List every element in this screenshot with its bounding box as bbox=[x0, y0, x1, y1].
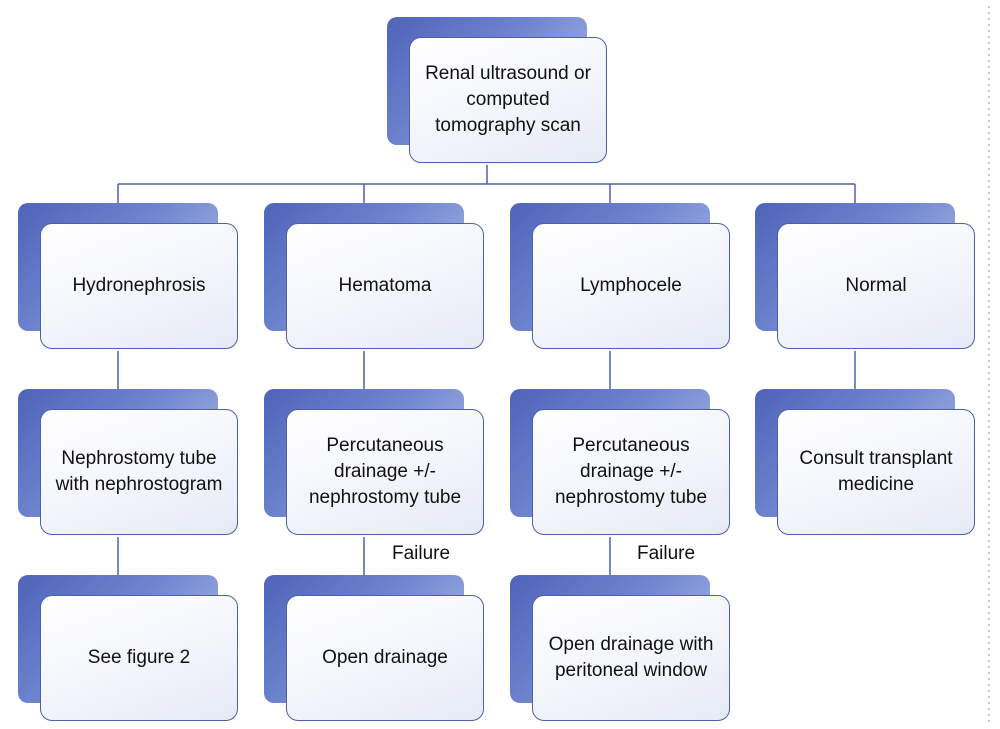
node-open-drainage-window-label: Open drainage with peritoneal window bbox=[548, 634, 714, 681]
node-see-figure-label: See figure 2 bbox=[87, 647, 191, 668]
node-lymphocele-box: Lymphocele bbox=[532, 223, 730, 349]
node-hematoma-box: Hematoma bbox=[286, 223, 484, 349]
node-percutaneous-hematoma-box: Percutaneous drainage +/- nephrostomy tu… bbox=[286, 409, 484, 535]
node-imaging-label: Renal ultrasound or computed tomography … bbox=[425, 63, 591, 136]
dotted-edge-border bbox=[988, 6, 990, 724]
node-open-drainage-window-box: Open drainage with peritoneal window bbox=[532, 595, 730, 721]
node-normal-box: Normal bbox=[777, 223, 975, 349]
node-hydronephrosis-box: Hydronephrosis bbox=[40, 223, 238, 349]
node-open-drainage-box: Open drainage bbox=[286, 595, 484, 721]
node-percutaneous-lymphocele-box: Percutaneous drainage +/- nephrostomy tu… bbox=[532, 409, 730, 535]
failure-label-lymphocele: Failure bbox=[637, 543, 696, 564]
node-lymphocele-label: Lymphocele bbox=[580, 275, 682, 296]
node-nephrostomy-box: Nephrostomy tube with nephrostogram bbox=[40, 409, 238, 535]
failure-label-hematoma: Failure bbox=[392, 543, 451, 564]
node-hematoma-label: Hematoma bbox=[338, 275, 432, 296]
node-open-drainage-label: Open drainage bbox=[322, 647, 448, 668]
node-nephrostomy-label: Nephrostomy tube with nephrostogram bbox=[55, 448, 223, 495]
node-consult-label: Consult transplant medicine bbox=[799, 448, 953, 495]
node-imaging-box: Renal ultrasound or computed tomography … bbox=[409, 37, 607, 163]
node-consult-box: Consult transplant medicine bbox=[777, 409, 975, 535]
node-hydronephrosis-label: Hydronephrosis bbox=[72, 275, 206, 296]
node-percutaneous-hematoma-label: Percutaneous drainage +/- nephrostomy tu… bbox=[308, 435, 462, 508]
node-normal-label: Normal bbox=[845, 275, 907, 296]
node-percutaneous-lymphocele-label: Percutaneous drainage +/- nephrostomy tu… bbox=[554, 435, 708, 508]
node-see-figure-box: See figure 2 bbox=[40, 595, 238, 721]
